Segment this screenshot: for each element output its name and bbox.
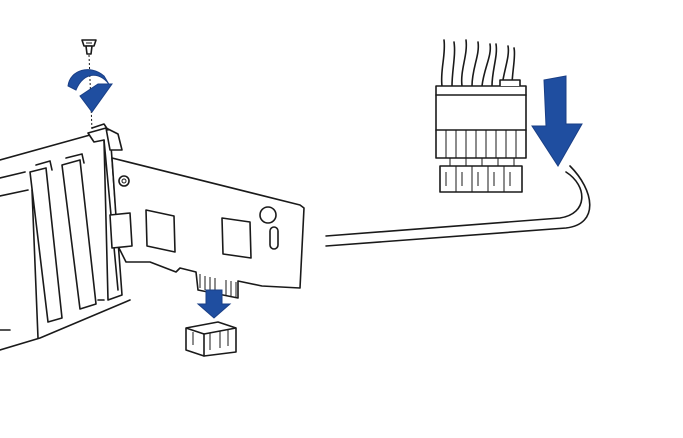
chip-main [222,218,251,258]
chip-small-1 [110,213,132,248]
screw-icon [82,40,96,130]
slot-connector [186,322,236,356]
left-panel-card-installation [0,40,304,356]
mount-hole-icon [119,176,129,186]
cable-header [436,80,526,158]
cable-wires [442,40,515,86]
capacitor [260,207,276,223]
right-panel-header-connection [326,40,590,246]
board-pin-header [440,158,522,192]
insert-arrow-down-large-icon [532,76,582,166]
rotate-arrow-icon [68,70,112,112]
led [270,227,278,249]
chip-small-2 [146,210,175,252]
expansion-card-pcb [110,158,304,298]
